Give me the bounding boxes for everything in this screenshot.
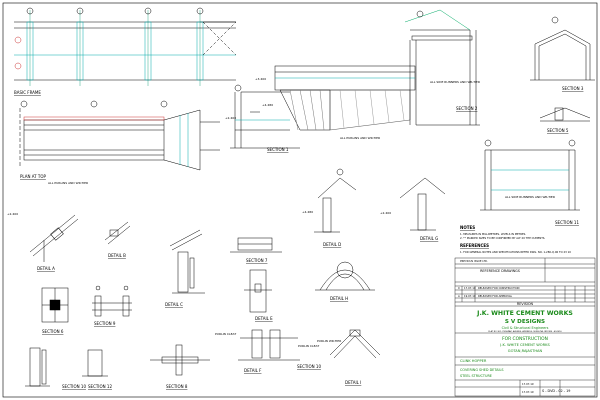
notes-line-2: 2. ** MARKED SIZES TO BE CONFIRMED BY AL… — [460, 236, 545, 240]
section-5-label: SECTION 5 — [547, 128, 569, 133]
section-3-view — [530, 16, 595, 81]
section-6-label: SECTION 6 — [42, 329, 64, 334]
section-10-label: SECTION 10 — [62, 384, 86, 389]
detail-a-view — [29, 214, 79, 262]
client-name: J.K. WHITE CEMENT WORKS — [476, 310, 573, 317]
detail-d-view — [314, 168, 357, 233]
section-8-label: SECTION 8 — [166, 384, 188, 389]
section-10-view — [25, 347, 50, 387]
drawing-number: S - DVD - 02 - 19 — [542, 389, 570, 393]
section-7-label: SECTION 7 — [246, 258, 268, 263]
firm-name: S V DESIGNS — [505, 319, 545, 325]
notes-heading: NOTES — [460, 225, 475, 230]
detail-g-label: DETAIL G — [420, 236, 438, 241]
title-line-1: COVERING SHED DETAILS — [460, 368, 504, 372]
plan-at-top-label: PLAN AT TOP — [20, 174, 46, 179]
rev-a-date: 19.07.19 — [464, 294, 476, 298]
detail-c-view — [169, 229, 205, 294]
purlin-cleat-1: PURLIN CLEAT — [215, 332, 236, 336]
project-line-2: GOTAN,RAJASTHAN — [508, 349, 543, 353]
date-1: 17.07.19 — [522, 382, 534, 386]
detail-h-label: DETAIL H — [330, 296, 348, 301]
section-11-note: ALL SIDE RUNNERS AND WR-TIER — [505, 195, 555, 199]
firm-address: FLAT NO 301, PUSHPAK, AVENUE, ADDRESS, S… — [488, 330, 562, 333]
section-1-view — [230, 84, 300, 149]
section-9-label: SECTION 9 — [94, 321, 116, 326]
detail-b-view — [104, 221, 131, 245]
section-12-view — [82, 349, 108, 377]
level-5: +2.400 — [380, 211, 391, 215]
section-2-view — [274, 9, 480, 131]
detail-h-view — [315, 261, 375, 291]
section-2-label: SECTION 2 — [456, 106, 478, 111]
title-block — [454, 257, 596, 397]
level-3: +4.480 — [262, 103, 273, 107]
detail-a-label: DETAIL A — [37, 266, 55, 271]
section-12-label: SECTION 12 — [88, 384, 112, 389]
detail-c-label: DETAIL C — [165, 302, 183, 307]
detail-f-view — [238, 329, 300, 361]
basic-frame-label: BASIC FRAME — [14, 90, 41, 95]
section-6-view — [41, 287, 69, 323]
level-4: +4.480 — [302, 210, 313, 214]
section-5-view — [539, 107, 591, 122]
section-11-label: SECTION 11 — [555, 220, 579, 225]
rev-0-date: 17.07.19 — [464, 286, 476, 290]
rev-0-no: 0 — [458, 286, 460, 290]
section-7-view — [230, 237, 282, 253]
rev-a-desc: RELEASED FOR APPROVAL — [478, 294, 513, 298]
detail-b-label: DETAIL B — [108, 253, 126, 258]
detail-e-view — [244, 269, 272, 313]
level-1: +2.400 — [225, 116, 236, 120]
revision-label: REVISION — [517, 302, 534, 306]
refs-heading: REFERENCES — [460, 243, 489, 248]
notes-block: NOTES 1. MEASURES IN MILLIMETRES, LEVELS… — [460, 225, 571, 254]
date-2: 17.07.19 — [522, 390, 534, 394]
section-10b-label: SECTION 10 — [297, 364, 321, 369]
project-line-1: J.K. WHITE CEMENT WORKS — [499, 343, 550, 347]
plan-purlins-note: ALL PURLINS AND WR-TIER — [48, 181, 88, 185]
purlin-cleat-2: PURLIN CLEAT — [298, 344, 319, 348]
section-11-view — [480, 139, 580, 211]
level-2: +3.400 — [255, 77, 266, 81]
detail-i-label: DETAIL I — [345, 380, 361, 385]
rev-0-desc: RELEASED FOR CONSTRUCTION — [478, 286, 519, 290]
section-8-view — [150, 344, 210, 376]
level-6: +2.400 — [7, 212, 18, 216]
status-label: FOR CONSTRUCTION — [502, 336, 548, 342]
section-9-view — [92, 285, 132, 317]
title-block-text: PREVIOUS ISSUE LTD. REFERENCE DRAWINGS 0… — [458, 259, 573, 394]
prev-issue-row: PREVIOUS ISSUE LTD. — [460, 259, 488, 263]
ref-drawings: REFERENCE DRAWINGS — [480, 269, 520, 273]
sheet-label: CLINK HOPPER — [460, 359, 487, 363]
purlin-wr-label: PURLIN WR-TIER — [317, 339, 341, 343]
detail-e-label: DETAIL E — [255, 316, 273, 321]
detail-g-view — [399, 177, 446, 231]
plan-at-top-view — [19, 100, 220, 171]
refs-line: 1. FOR GENERAL NOTES AND SPECIFICATIONS … — [460, 250, 571, 254]
detail-d-label: DETAIL D — [323, 242, 341, 247]
top-note-1: ALL SIDE RUNNERS AND WR-TIER — [430, 80, 480, 84]
notes-line-1: 1. MEASURES IN MILLIMETRES, LEVELS IN ME… — [460, 232, 526, 236]
section-3-label: SECTION 3 — [562, 86, 584, 91]
section-2-note: ALL PURLINS AND WR-TIER — [340, 136, 380, 140]
rev-a-no: A — [458, 294, 460, 298]
section-1-label: SECTION 1 — [267, 147, 289, 152]
detail-f-label: DETAIL F — [244, 368, 262, 373]
title-line-2: STEEL STRUCTURE — [460, 374, 492, 378]
firm-subtitle: Civil & Structural Engineers — [502, 326, 549, 330]
detail-i-view — [329, 329, 381, 359]
basic-frame-view — [14, 7, 237, 86]
